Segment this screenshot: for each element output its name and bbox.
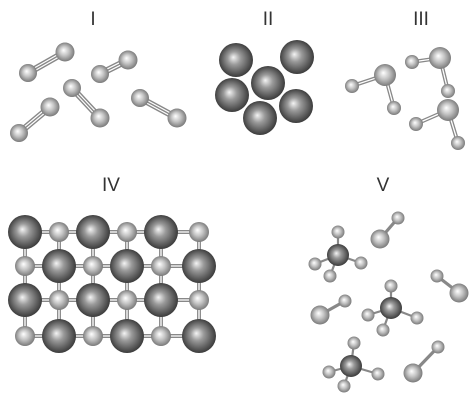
panel-II-atom-2 <box>251 66 285 100</box>
panel-V-tetra3-center <box>340 355 362 377</box>
panel-label-IV: IV <box>102 175 120 196</box>
panel-label-V: V <box>376 175 390 196</box>
panel-III-atom-1-0 <box>405 55 419 69</box>
panel-V-tetra2-h-top-0 <box>384 279 398 293</box>
panel-V-diatomic1-a <box>391 211 405 225</box>
panel-II-atom-4 <box>279 89 313 123</box>
panel-IV-atom-0-2 <box>76 215 110 249</box>
panel-label-II: II <box>262 9 274 30</box>
panel-V-tetra1-h-bot-1 <box>323 269 337 283</box>
panel-V-tetra1-center <box>327 244 349 266</box>
panel-V-diatomic4-a <box>431 340 445 354</box>
panel-IV-atom-3-3 <box>110 319 144 353</box>
panel-IV-atom-1-0 <box>15 256 35 276</box>
panel-IV-atom-1-5 <box>182 249 216 283</box>
panel-V-diatomic3-a <box>430 269 444 283</box>
panel-IV-atom-0-4 <box>144 215 178 249</box>
panel-V-diatomic4-b <box>403 363 423 383</box>
panel-label-I: I <box>90 9 96 30</box>
panel-III-atom-1-1 <box>429 47 451 69</box>
panel-IV-atom-2-3 <box>117 290 137 310</box>
panel-I-atom-1b <box>118 50 138 70</box>
panel-IV-atom-0-5 <box>189 222 209 242</box>
panel-IV-atom-2-2 <box>76 283 110 317</box>
panel-II-atom-0 <box>219 43 253 77</box>
panel-IV-atom-3-2 <box>83 326 103 346</box>
panel-V-tetra1-h-bot-0 <box>308 257 322 271</box>
panel-IV-atom-3-1 <box>42 319 76 353</box>
panel-IV-atom-1-4 <box>151 256 171 276</box>
panel-IV-atom-3-4 <box>151 326 171 346</box>
panel-IV-atom-1-1 <box>42 249 76 283</box>
panel-III-atom-1-2 <box>441 84 455 98</box>
panel-IV-atom-3-0 <box>15 326 35 346</box>
panel-V-diatomic1-b <box>370 229 390 249</box>
panel-III-atom-2-0 <box>409 117 423 131</box>
panel-V-diatomic2-a <box>338 294 352 308</box>
panel-V-tetra1-h-top-0 <box>331 225 345 239</box>
panel-V-diatomic2-b <box>310 305 330 325</box>
panel-I-atom-2a <box>10 124 28 142</box>
panel-label-III: III <box>413 9 429 30</box>
panel-I-atom-0a <box>19 64 37 82</box>
panel-II-atom-5 <box>243 101 277 135</box>
panel-IV-atom-1-3 <box>110 249 144 283</box>
panel-II-atom-3 <box>215 78 249 112</box>
panel-V-tetra2-h-bot-1 <box>376 323 390 337</box>
panel-IV-atom-2-1 <box>49 290 69 310</box>
panel-III-atom-2-2 <box>451 136 465 150</box>
panel-I-atom-4a <box>131 89 149 107</box>
panel-I-atom-3a <box>63 79 81 97</box>
panel-V-tetra1-h-bot-2 <box>354 256 368 270</box>
panel-III-atom-2-1 <box>437 99 459 121</box>
panel-III-atom-0-2 <box>387 101 401 115</box>
panel-IV-atom-1-2 <box>83 256 103 276</box>
panel-I-atom-3b <box>90 108 110 128</box>
panel-IV-atom-0-3 <box>117 222 137 242</box>
panel-V-tetra2-center <box>380 297 402 319</box>
panel-V-tetra3-h-bot-2 <box>371 367 385 381</box>
panel-V-tetra3-h-bot-0 <box>322 365 336 379</box>
panel-IV-atom-0-0 <box>8 215 42 249</box>
panel-V-diatomic3-b <box>449 283 469 303</box>
panel-I-atom-2b <box>40 97 60 117</box>
panel-III-atom-0-1 <box>374 64 396 86</box>
panel-IV-atom-2-0 <box>8 283 42 317</box>
panel-III-atom-0-0 <box>345 79 359 93</box>
panel-I-atom-0b <box>55 42 75 62</box>
panel-V-tetra2-h-bot-2 <box>410 311 424 325</box>
panel-V-tetra2-h-bot-0 <box>361 308 375 322</box>
panel-IV-atom-2-5 <box>189 290 209 310</box>
panel-V-tetra3-h-bot-1 <box>337 379 351 393</box>
panel-I-atom-4b <box>167 108 187 128</box>
panel-IV-atom-0-1 <box>49 222 69 242</box>
panel-V-tetra3-h-top-0 <box>347 336 361 350</box>
panel-II-atom-1 <box>280 40 314 74</box>
panel-IV-atom-3-5 <box>182 319 216 353</box>
panel-IV-atom-2-4 <box>144 283 178 317</box>
panel-I-atom-1a <box>91 65 109 83</box>
